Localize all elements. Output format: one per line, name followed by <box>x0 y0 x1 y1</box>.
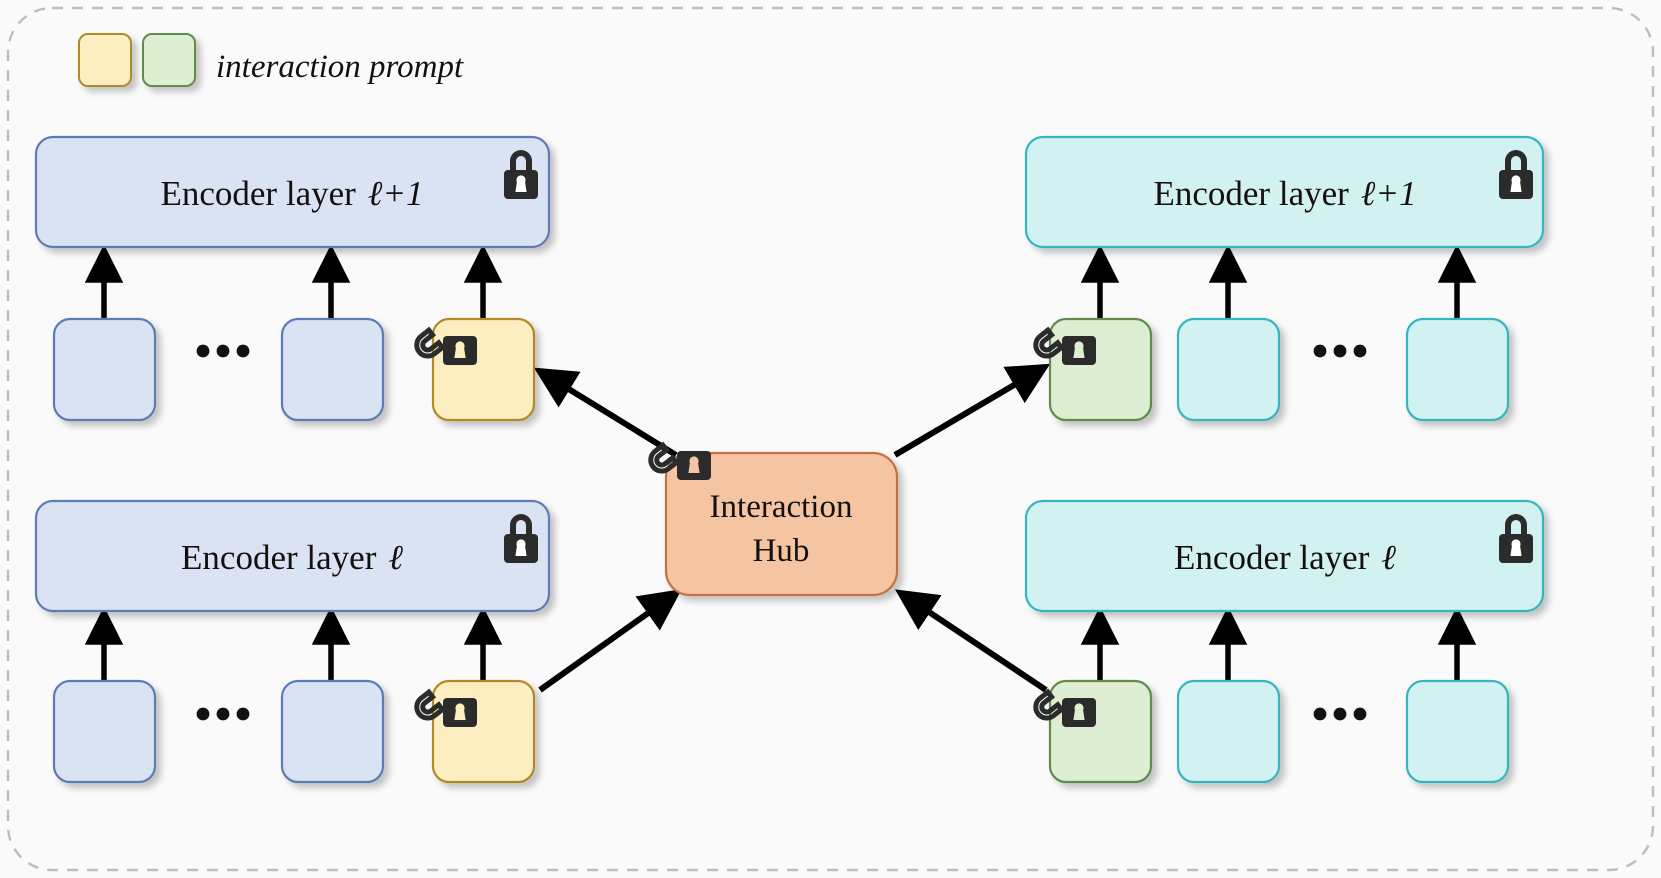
legend: interaction prompt <box>78 33 464 87</box>
vertical-arrows-right <box>1080 244 1477 680</box>
left-upper-prompt[interactable] <box>412 317 536 422</box>
interaction-hub[interactable]: Interaction Hub <box>646 445 899 597</box>
hub-label-line1: Interaction <box>710 489 853 525</box>
left-upper-ellipsis <box>196 344 250 358</box>
vertical-arrows-left <box>84 244 503 680</box>
right-lower-token-1[interactable] <box>1176 679 1281 784</box>
legend-swatch-left-prompt <box>78 33 132 87</box>
edge-right-bottom-prompt-to-hub <box>895 589 1048 693</box>
right-upper-token-1[interactable] <box>1176 317 1281 422</box>
left-upper-token-2[interactable] <box>280 317 385 422</box>
left-lower-token-2[interactable] <box>280 679 385 784</box>
left-lower-prompt[interactable] <box>412 679 536 784</box>
hub-edges <box>533 363 1051 693</box>
left-upper-token-1[interactable] <box>52 317 157 422</box>
right-upper-ellipsis <box>1313 344 1367 358</box>
left-lower-ellipsis <box>196 707 250 721</box>
left-lower-token-1[interactable] <box>52 679 157 784</box>
right-upper-prompt[interactable] <box>1031 317 1153 422</box>
right-upper-token-2[interactable] <box>1405 317 1510 422</box>
right-lower-ellipsis <box>1313 707 1367 721</box>
edge-hub-to-left-top-prompt <box>533 367 678 458</box>
hub-label-line2: Hub <box>753 533 810 569</box>
edge-left-bottom-prompt-to-hub <box>538 589 682 693</box>
legend-label: interaction prompt <box>216 49 464 85</box>
edge-hub-to-right-top-prompt <box>893 363 1051 458</box>
right-lower-token-2[interactable] <box>1405 679 1510 784</box>
legend-swatch-right-prompt <box>142 33 196 87</box>
right-lower-prompt[interactable] <box>1031 679 1153 784</box>
